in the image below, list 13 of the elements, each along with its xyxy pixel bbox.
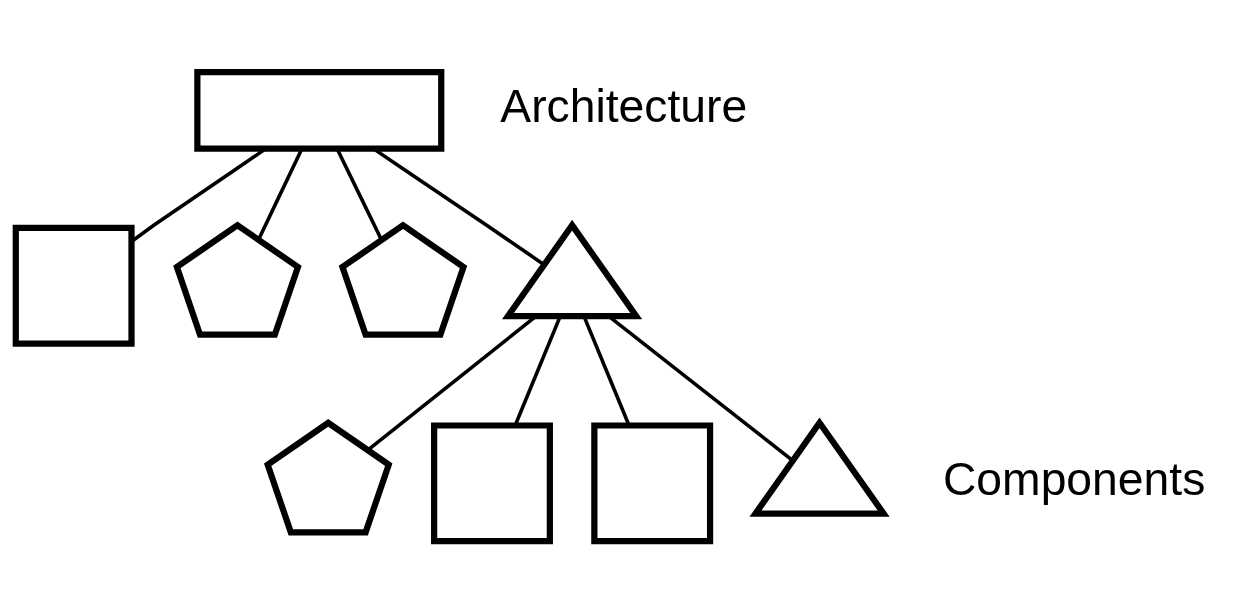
node-square bbox=[591, 421, 714, 544]
node-pentagon bbox=[173, 220, 302, 338]
node-triangle bbox=[502, 219, 643, 319]
connector bbox=[257, 148, 304, 240]
label: Architecture bbox=[500, 79, 748, 132]
node-pentagon bbox=[338, 220, 468, 338]
node-box bbox=[194, 68, 445, 152]
node-square bbox=[431, 421, 553, 544]
node-pentagon bbox=[264, 418, 393, 535]
node-triangle bbox=[749, 416, 890, 517]
label: Components bbox=[942, 452, 1206, 505]
connector bbox=[335, 148, 383, 240]
node-square bbox=[12, 224, 135, 347]
